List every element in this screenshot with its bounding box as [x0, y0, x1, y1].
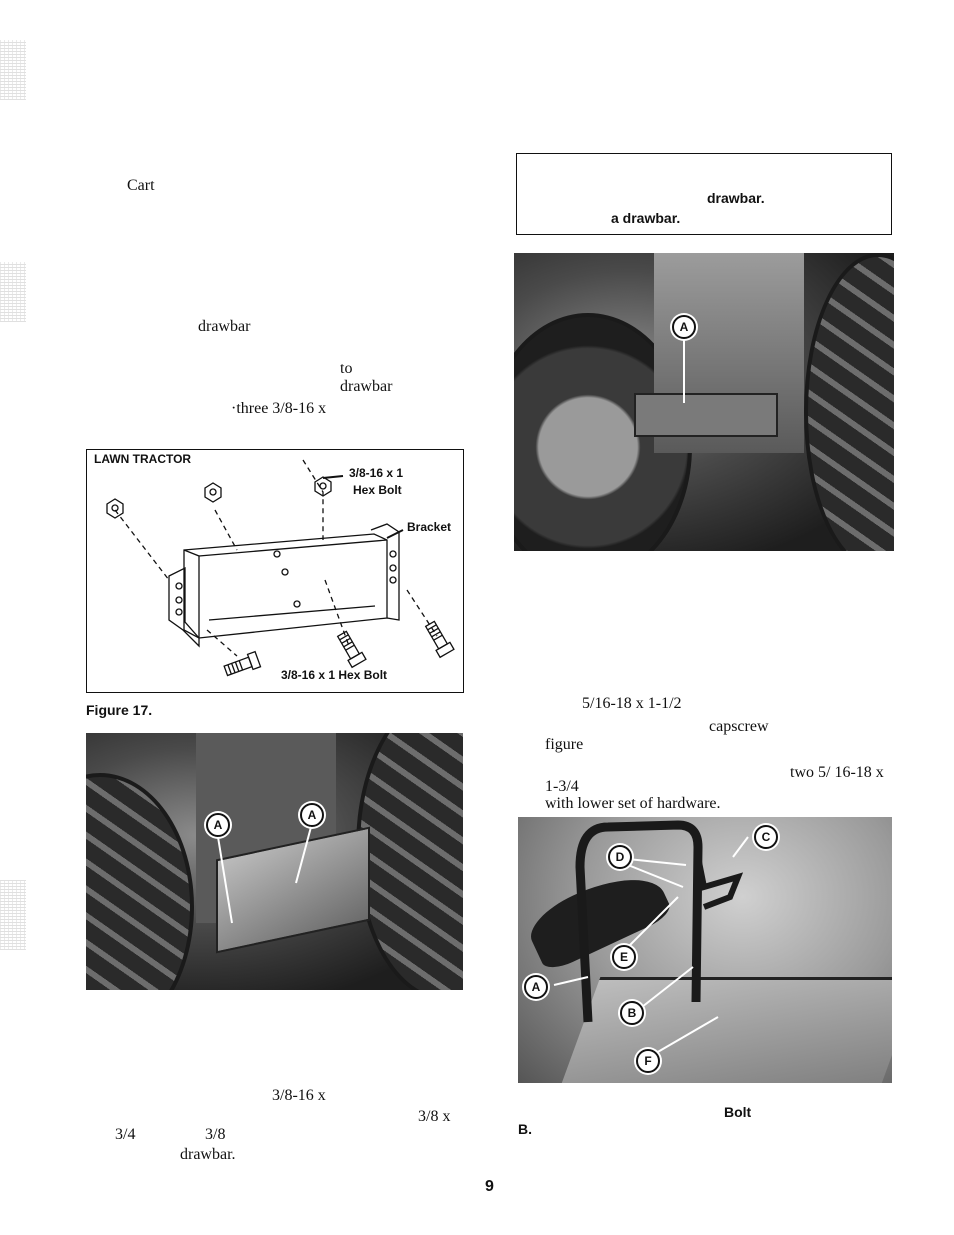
callout-leaders	[217, 826, 312, 924]
text-three-bolts: ·three 3/8-16 x	[231, 400, 327, 417]
callout-d: D	[608, 845, 632, 869]
bracket-label: Bracket	[407, 520, 452, 534]
top-bolt-label-2: Hex Bolt	[353, 483, 402, 497]
note-box: drawbar. a drawbar.	[516, 153, 892, 235]
callout-a: A	[300, 803, 324, 827]
text-fraction: 1-3/4	[545, 778, 579, 795]
note-text: drawbar.	[707, 190, 765, 206]
text-bolt-size: 3/8 x	[418, 1108, 451, 1125]
note-text: a drawbar.	[611, 210, 681, 226]
top-bolt-label: 3/8-16 x 1	[349, 466, 404, 480]
photo-cart-hitch: C D E A B F	[518, 817, 892, 1083]
page-number: 9	[485, 1178, 494, 1195]
callout-f: F	[636, 1049, 660, 1073]
figure-17-caption: Figure 17.	[86, 702, 153, 718]
text-bolt: Bolt	[724, 1104, 752, 1120]
callout-b: B	[620, 1001, 644, 1025]
text-drawbar: drawbar.	[180, 1146, 236, 1163]
photo-drawbar-mounted: A A	[86, 733, 463, 990]
text-drawbar: drawbar	[198, 318, 251, 335]
callout-a: A	[672, 315, 696, 339]
scan-artifact	[0, 262, 26, 322]
callout-leaders	[683, 339, 685, 403]
text-capscrew-size: 5/16-18 x 1-1/2	[582, 695, 682, 712]
callout-e: E	[612, 945, 636, 969]
text-fraction: 3/8	[205, 1126, 226, 1143]
hitch-image	[634, 393, 778, 437]
text-capscrew: capscrew	[709, 718, 769, 735]
scan-artifact	[0, 40, 26, 100]
scan-artifact	[0, 880, 26, 950]
callout-a: A	[524, 975, 548, 999]
text-to: to	[340, 360, 353, 377]
callout-c: C	[754, 825, 778, 849]
text-b: B.	[518, 1121, 532, 1137]
figure-17-frame: LAWN TRACTOR 3/8-16 x 1 Hex Bolt Bracket…	[86, 449, 464, 693]
tire-image	[356, 733, 463, 990]
bottom-bolt-label: 3/8-16 x 1 Hex Bolt	[281, 668, 388, 682]
text-bolt-size: two 5/ 16-18 x	[790, 764, 884, 781]
text-figure: figure	[545, 736, 584, 753]
photo-rear-hitch: A	[514, 253, 894, 551]
text-hardware: with lower set of hardware.	[545, 795, 721, 812]
figure-header: LAWN TRACTOR	[94, 452, 192, 466]
callout-a: A	[206, 813, 230, 837]
tire-image	[804, 253, 894, 551]
text-drawbar: drawbar	[340, 378, 393, 395]
text-cart: Cart	[127, 177, 155, 194]
text-fraction: 3/4	[115, 1126, 136, 1143]
text-bolt-size: 3/8-16 x	[272, 1087, 326, 1104]
tire-image	[86, 773, 194, 990]
drawbar-bracket-diagram	[106, 459, 455, 677]
handle-frame	[553, 820, 749, 1054]
